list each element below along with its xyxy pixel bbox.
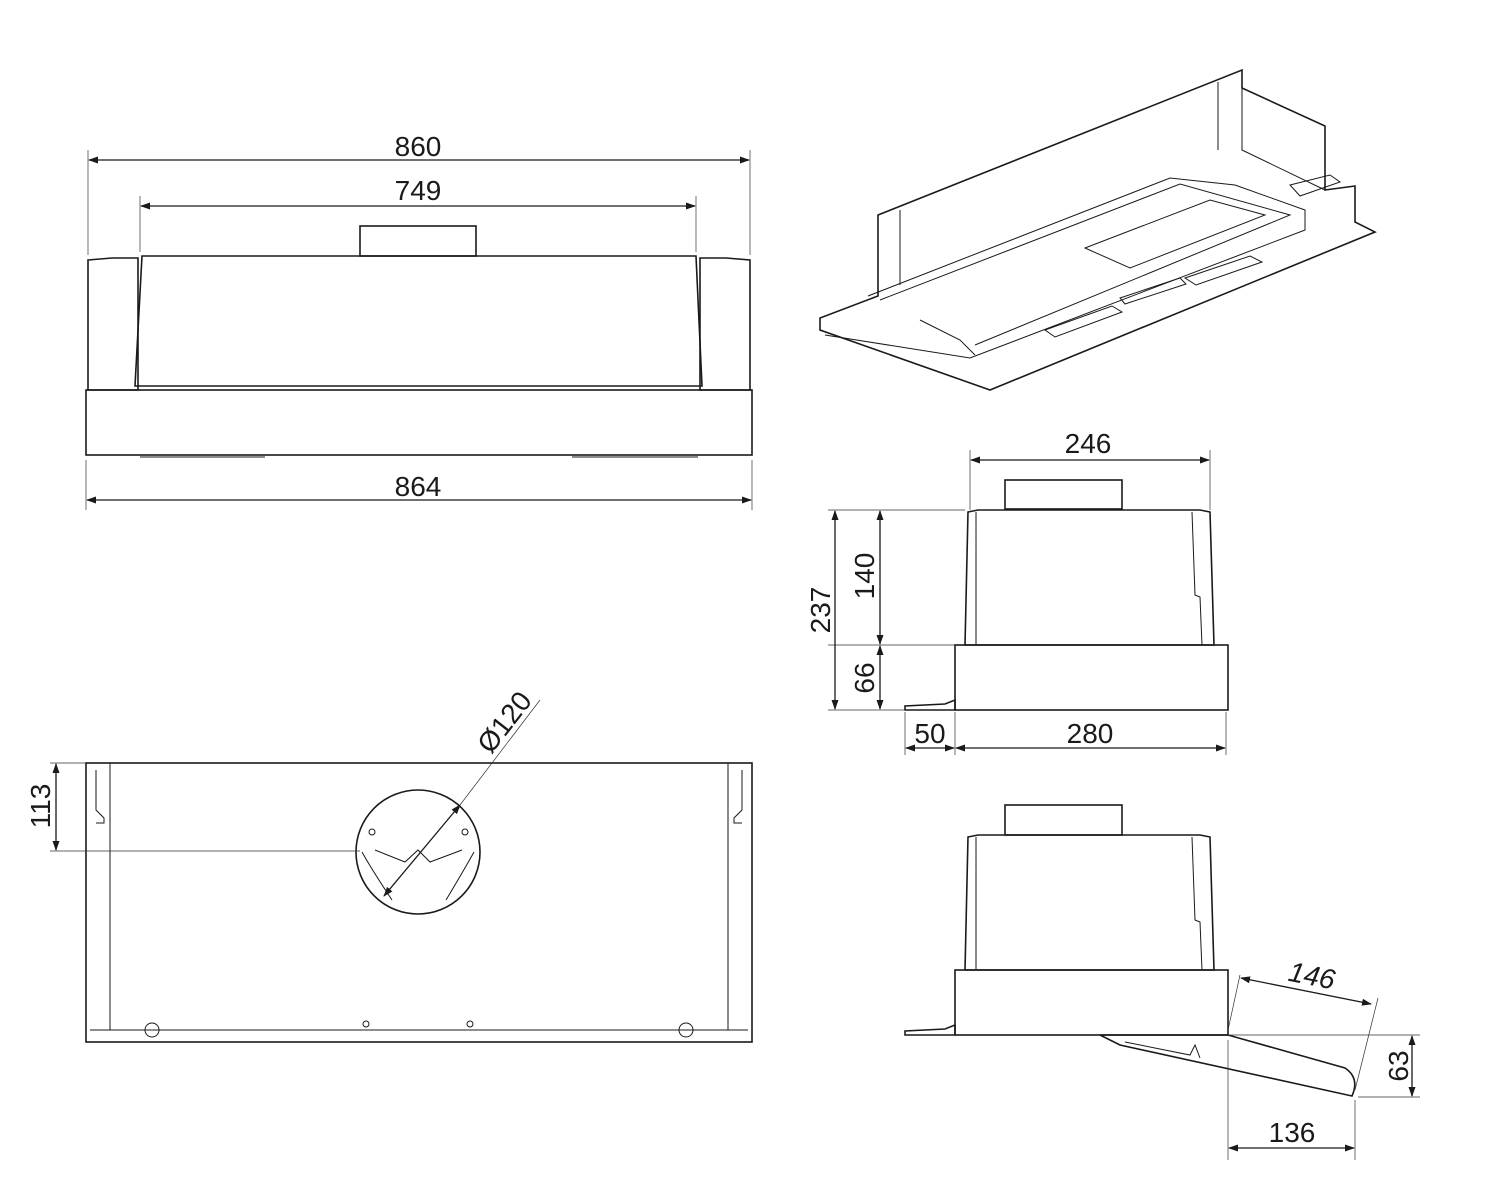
front-view: 860 749 864 — [85, 131, 753, 510]
dimension-label-66: 66 — [849, 662, 880, 693]
dimension-label-diameter: Ø120 — [471, 686, 538, 759]
dimension-label-280: 280 — [1067, 718, 1114, 749]
dimension-label-50: 50 — [914, 718, 945, 749]
dimension-label-860: 860 — [395, 131, 442, 162]
hood-body — [134, 255, 703, 387]
isometric-view — [819, 68, 1377, 391]
dimension-label-146: 146 — [1286, 956, 1338, 995]
dimension-line-diameter — [383, 804, 461, 897]
side-view: 246 237 140 66 50 280 — [805, 428, 1229, 755]
extended-side-view: 146 63 136 — [904, 804, 1420, 1160]
dimension-label-749: 749 — [395, 175, 442, 206]
dimension-line-146 — [1240, 976, 1372, 1006]
duct-opening — [355, 789, 481, 915]
dimension-label-136: 136 — [1269, 1117, 1316, 1148]
dimension-label-246: 246 — [1065, 428, 1112, 459]
front-panel — [85, 389, 753, 456]
dimension-label-237: 237 — [805, 587, 836, 634]
extended-panel — [1099, 1034, 1356, 1097]
bottom-view: 113 Ø120 — [25, 686, 753, 1043]
dimension-label-63: 63 — [1383, 1050, 1414, 1081]
duct-outlet — [359, 225, 477, 257]
dimension-label-864: 864 — [395, 471, 442, 502]
dimension-label-113: 113 — [25, 784, 56, 829]
dimension-label-140: 140 — [849, 553, 880, 600]
